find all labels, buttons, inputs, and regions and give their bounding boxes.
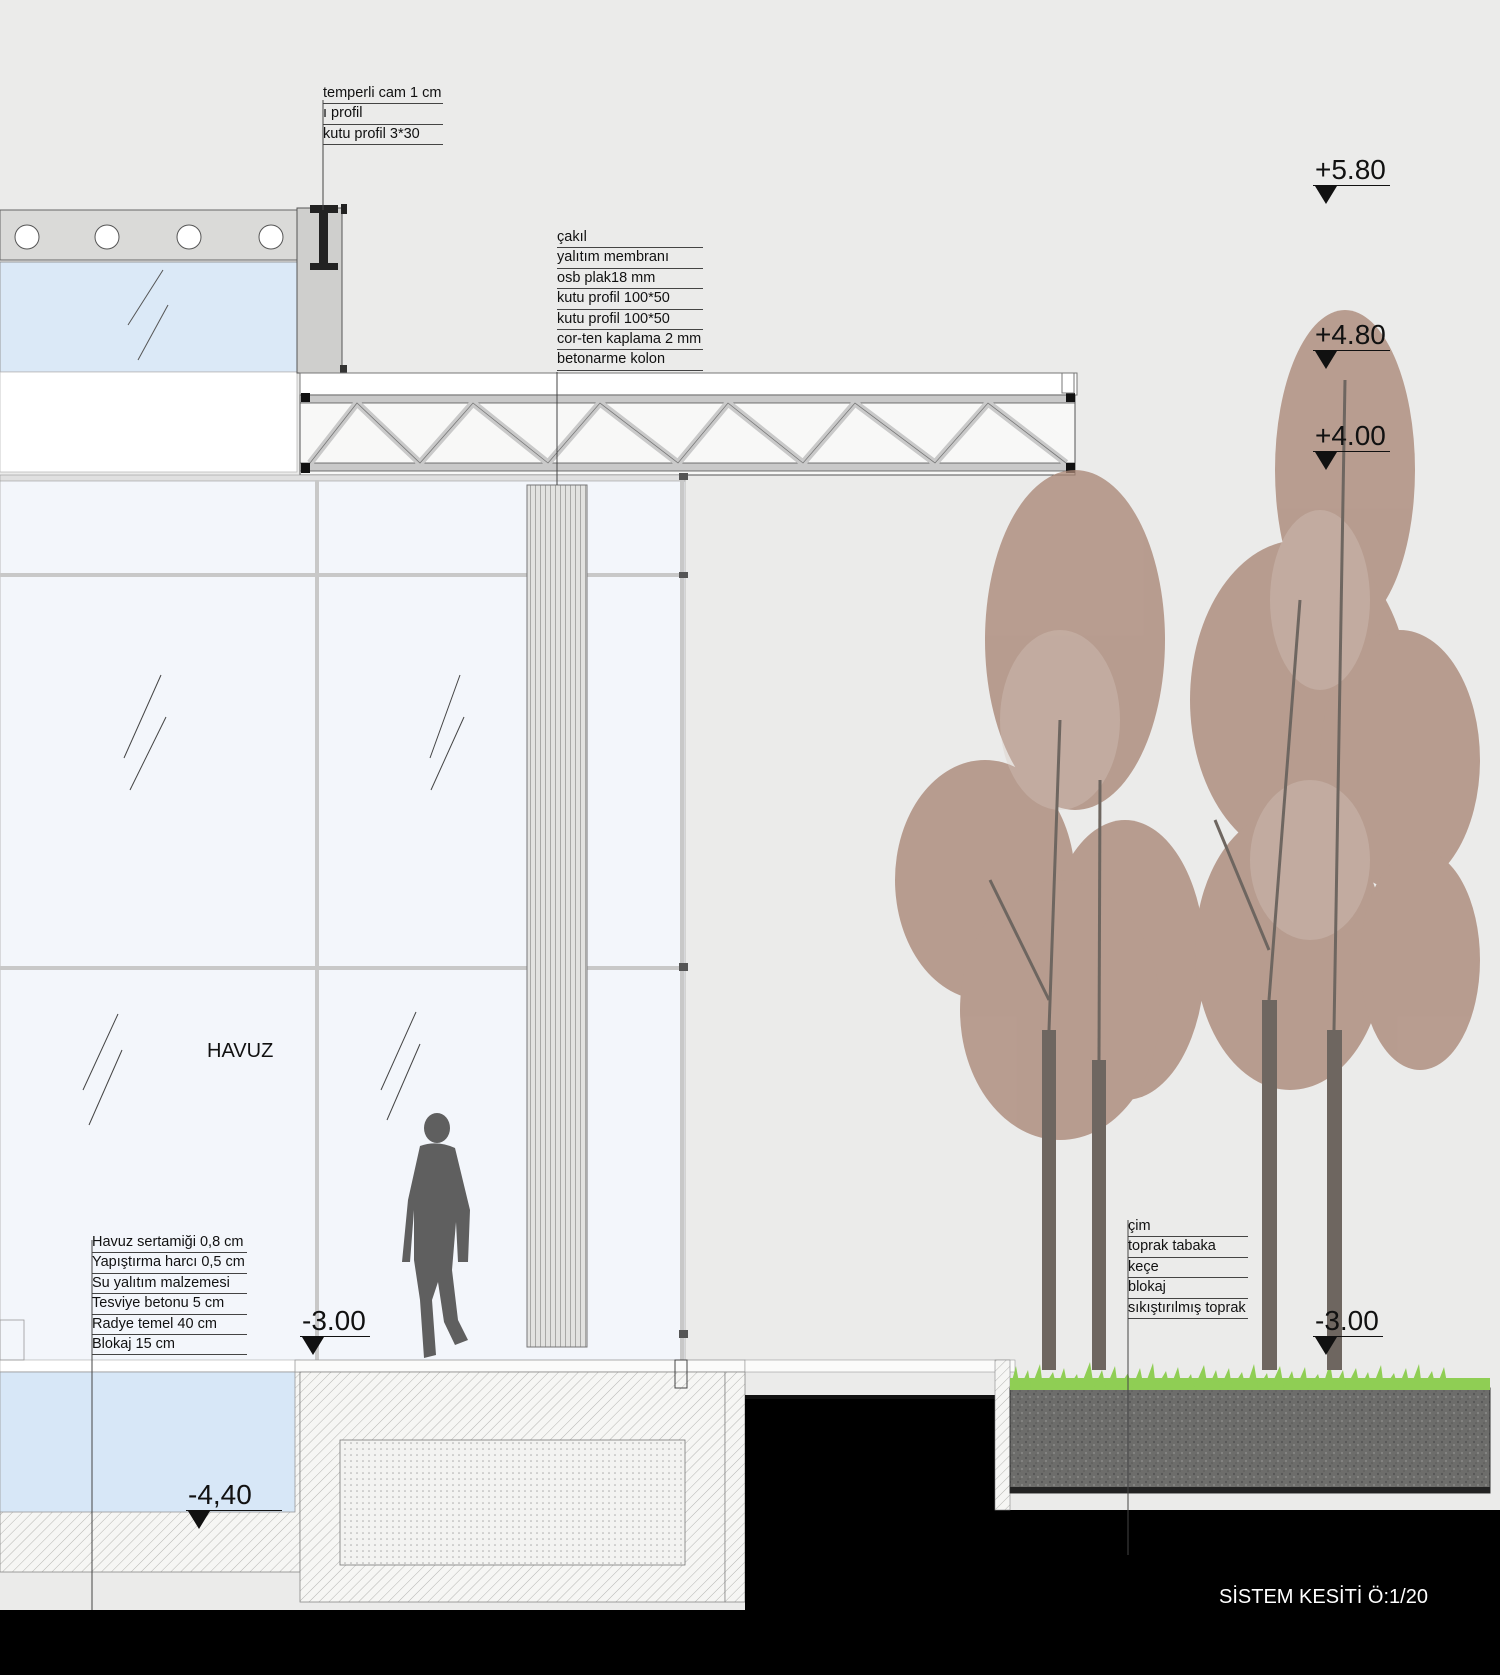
tree-group	[895, 310, 1480, 1370]
foundation-slab	[294, 1359, 746, 1603]
level-triangle-icon	[1315, 1337, 1337, 1355]
level-triangle-icon	[1315, 186, 1337, 204]
level-marker-580: +5.80	[1313, 155, 1390, 204]
annotation-line: Havuz sertamiği 0,8 cm	[92, 1233, 247, 1254]
level-marker-pool-bottom: -4,40	[186, 1480, 282, 1529]
level-triangle-icon	[302, 1337, 324, 1355]
pool-floor-annotation: Havuz sertamiği 0,8 cm Yapıştırma harcı …	[92, 1233, 247, 1356]
level-triangle-icon	[188, 1511, 210, 1529]
upper-floor-slab	[0, 209, 298, 261]
ground-black	[0, 1395, 1500, 1675]
level-value: +4.00	[1313, 421, 1390, 452]
annotation-line: blokaj	[1128, 1278, 1248, 1299]
landscape-annotation: çim toprak tabaka keçe blokaj sıkıştırıl…	[1128, 1217, 1248, 1320]
level-triangle-icon	[1315, 351, 1337, 369]
level-marker-floor-right: -3.00	[1313, 1306, 1383, 1355]
annotation-line: Radye temel 40 cm	[92, 1315, 247, 1336]
room-label-pool: HAVUZ	[207, 1040, 274, 1062]
drawing-caption: SİSTEM KESİTİ Ö:1/20	[1219, 1586, 1428, 1608]
annotation-line: Yapıştırma harcı 0,5 cm	[92, 1253, 247, 1274]
annotation-line: çakıl	[557, 228, 704, 249]
roof-edge-annotation: temperli cam 1 cm ı profil kutu profil 3…	[323, 84, 444, 146]
annotation-line: keçe	[1128, 1258, 1248, 1279]
concrete-column	[526, 372, 588, 1348]
annotation-line: ı profil	[323, 104, 444, 125]
annotation-line: Tesviye betonu 5 cm	[92, 1294, 247, 1315]
level-value: +5.80	[1313, 155, 1390, 186]
annotation-line: betonarme kolon	[557, 350, 704, 371]
level-value: +4.80	[1313, 320, 1390, 351]
i-profile-beam	[296, 100, 347, 374]
annotation-line: Blokaj 15 cm	[92, 1335, 247, 1356]
annotation-line: cor-ten kaplama 2 mm	[557, 330, 704, 351]
level-value: -3.00	[1313, 1306, 1383, 1337]
annotation-line: toprak tabaka	[1128, 1237, 1248, 1258]
annotation-line: osb plak18 mm	[557, 269, 704, 290]
level-value: -3.00	[300, 1306, 370, 1337]
upper-glass-balustrade	[0, 261, 298, 473]
annotation-line: yalıtım membranı	[557, 248, 704, 269]
annotation-line: temperli cam 1 cm	[323, 84, 444, 105]
annotation-line: sıkıştırılmış toprak	[1128, 1299, 1248, 1320]
annotation-line: çim	[1128, 1217, 1248, 1238]
roof-truss	[299, 372, 1078, 476]
level-marker-480: +4.80	[1313, 320, 1390, 369]
annotation-line: Su yalıtım malzemesi	[92, 1274, 247, 1295]
level-marker-floor-left: -3.00	[300, 1306, 370, 1355]
annotation-line: kutu profil 100*50	[557, 289, 704, 310]
person-silhouette	[402, 1113, 470, 1358]
level-triangle-icon	[1315, 452, 1337, 470]
annotation-line: kutu profil 100*50	[557, 310, 704, 331]
pool-section	[0, 1240, 301, 1675]
annotation-line: kutu profil 3*30	[323, 125, 444, 146]
level-value: -4,40	[186, 1480, 282, 1511]
landscape-planter	[744, 1220, 1491, 1555]
level-marker-400: +4.00	[1313, 421, 1390, 470]
roof-annotation: çakıl yalıtım membranı osb plak18 mm kut…	[557, 228, 704, 371]
